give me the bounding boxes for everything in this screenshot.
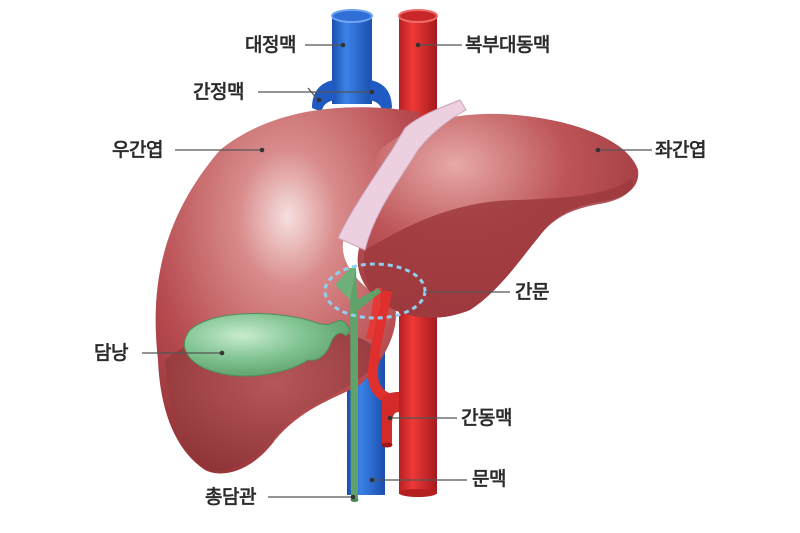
label-portal-vein: 문맥 [472,468,506,490]
porta-hepatis-outline [323,262,427,320]
label-left-lobe: 좌간엽 [655,139,706,161]
label-abdominal-aorta: 복부대동맥 [465,34,550,56]
label-porta-hepatis: 간문 [515,281,549,303]
common-bile-duct [335,268,381,502]
falciform-ligament [337,99,467,251]
label-common-bile-duct: 총담관 [205,486,256,508]
label-gallbladder: 담낭 [94,342,128,364]
inferior-vena-cava [312,9,392,112]
label-right-lobe: 우간엽 [112,139,163,161]
left-lobe [357,113,639,318]
label-hepatic-vein: 간정맥 [193,81,244,103]
label-inferior-vena-cava: 대정맥 [245,34,296,56]
label-hepatic-artery: 간동맥 [461,407,512,429]
gallbladder [184,313,351,377]
leader-lines [142,42,652,500]
